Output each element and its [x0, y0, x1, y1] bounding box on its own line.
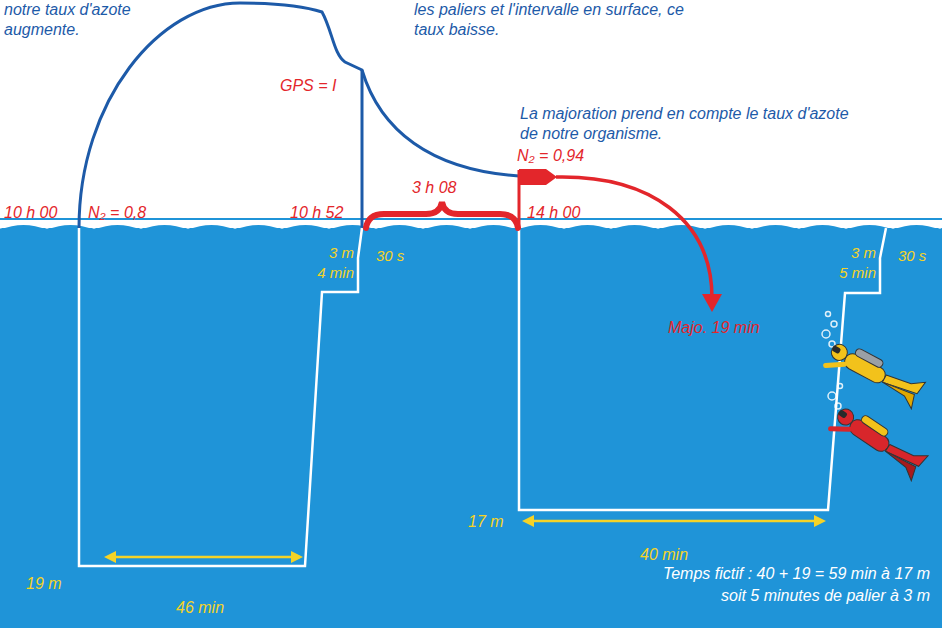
depth-label: 19 m: [26, 574, 62, 594]
time-label: 10 h 52: [290, 203, 343, 223]
duration-arrow-2: [522, 515, 826, 527]
interval-brace: [366, 202, 518, 228]
nitrogen-value: N₂ = 0,94: [517, 146, 584, 166]
stop-duration: 5 min: [839, 263, 876, 283]
water: [0, 228, 942, 628]
stop-depth: 3 m: [329, 243, 354, 263]
time-label: 14 h 00: [527, 203, 580, 223]
majoration-arrow: [556, 177, 712, 298]
dive-profile-1: [79, 228, 362, 566]
depth-label: 17 m: [468, 512, 504, 532]
wave-crests: [0, 223, 942, 228]
stop-duration: 4 min: [317, 263, 354, 283]
arrow-head: [702, 294, 722, 312]
gps-line: [361, 70, 364, 228]
calc-note: Temps fictif : 40 + 19 = 59 min à 17 m: [663, 564, 930, 584]
note-text: La majoration prend en compte le taux d'…: [520, 104, 850, 144]
time-label: 10 h 00: [4, 203, 57, 223]
duration-arrow-1: [104, 551, 303, 563]
ascent-time: 30 s: [376, 246, 404, 266]
dive-profile-2: [519, 228, 886, 510]
interval-label: 3 h 08: [412, 178, 456, 198]
stop-depth: 3 m: [851, 243, 876, 263]
duration-label: 46 min: [176, 598, 224, 618]
note-text: les paliers et l'intervalle en surface, …: [414, 0, 714, 40]
ascent-time: 30 s: [898, 246, 926, 266]
flag: [519, 169, 557, 185]
majoration-label: Majo. 19 min: [668, 318, 760, 338]
gps-label: GPS = I: [280, 76, 336, 96]
note-text: notre taux d'azote augmente.: [4, 0, 179, 40]
calc-note: soit 5 minutes de palier à 3 m: [721, 586, 930, 606]
nitrogen-value: N₂ = 0,8: [88, 203, 146, 223]
duration-label: 40 min: [640, 545, 688, 565]
divers-illustration: [822, 312, 928, 483]
